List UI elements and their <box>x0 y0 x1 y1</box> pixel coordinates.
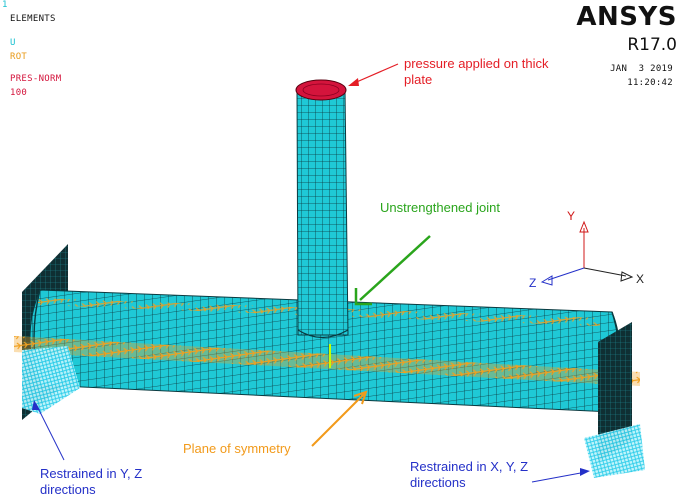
legend-rot: ROT <box>10 52 28 62</box>
right-support-constraints <box>584 424 645 478</box>
plot-time: 11:20:42 <box>627 78 673 88</box>
coordinate-triad: Y X Z <box>529 209 644 290</box>
pressure-annotation: pressure applied on thick plate <box>404 56 549 87</box>
restraint-right-annotation: Restrained in X, Y, Z directions <box>410 459 529 490</box>
symmetry-annotation: Plane of symmetry <box>183 441 291 456</box>
ansys-version: R17.0 <box>627 35 677 55</box>
legend-pres-norm: PRES-NORM <box>10 74 62 84</box>
pressure-plate <box>295 79 347 101</box>
joint-arrow <box>354 235 431 306</box>
branch-pipe-mesh <box>296 89 349 339</box>
axis-y-label: Y <box>567 209 575 223</box>
ansys-logo: ANSYS <box>576 2 677 32</box>
plot-type-label: ELEMENTS <box>10 14 56 24</box>
legend-pres-value: 100 <box>10 88 28 98</box>
pressure-arrow <box>348 63 399 86</box>
joint-annotation: Unstrengthened joint <box>380 200 500 215</box>
symmetry-arrow <box>311 390 368 447</box>
left-support-constraints <box>22 346 80 414</box>
plot-date: JAN 3 2019 <box>610 64 673 74</box>
restraint-left-arrow <box>32 400 65 461</box>
restraint-left-annotation: Restrained in Y, Z directions <box>40 466 143 497</box>
window-number: 1 <box>2 0 8 10</box>
axis-z-label: Z <box>529 276 536 290</box>
axis-x-label: X <box>636 272 644 286</box>
right-end-plate <box>598 322 632 462</box>
legend-u: U <box>10 38 16 48</box>
restraint-right-arrow <box>531 468 590 483</box>
